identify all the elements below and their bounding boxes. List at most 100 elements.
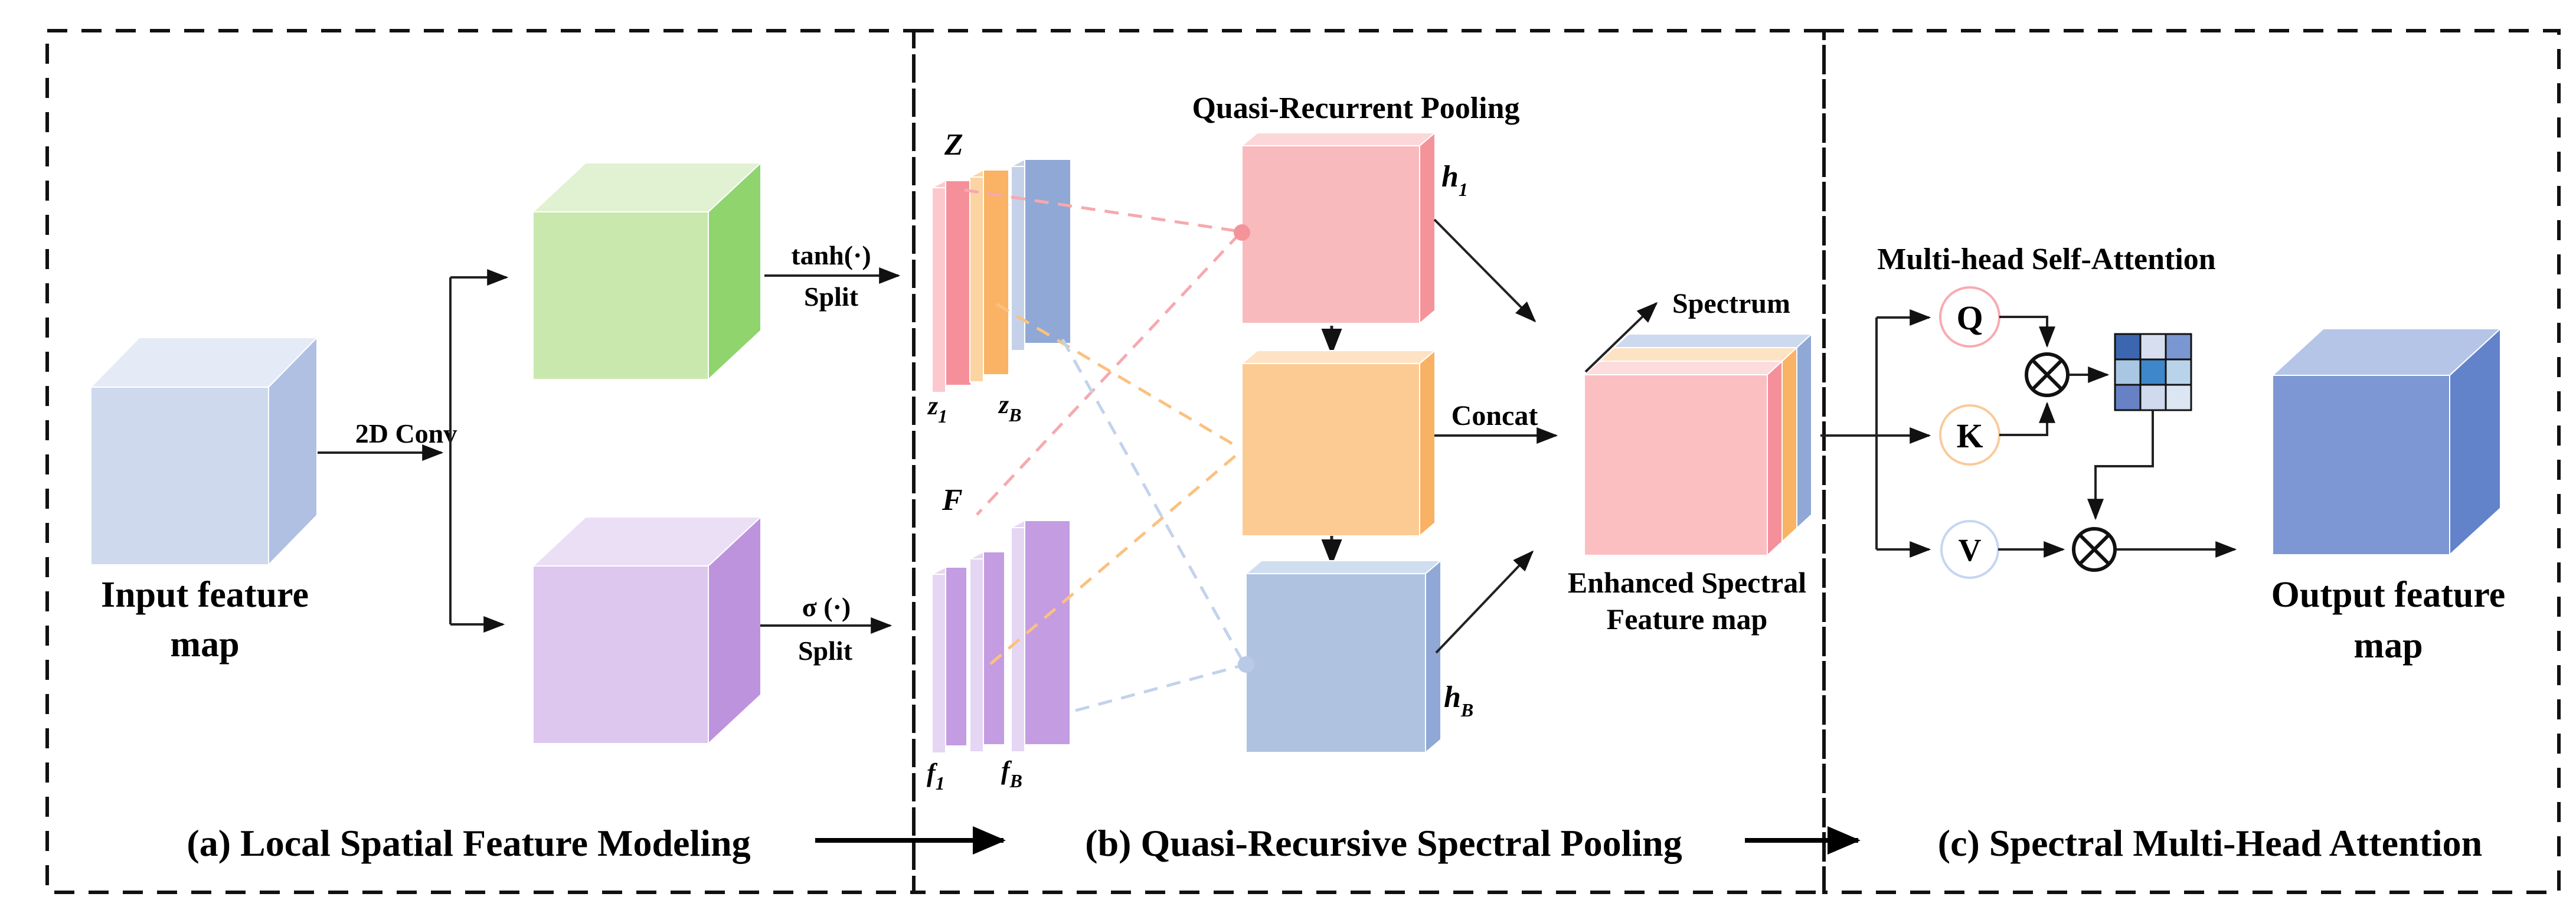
orange-cube-front-face [1241, 363, 1420, 536]
z-slab-2 [969, 169, 1009, 382]
z-slab-3-edge [1011, 166, 1025, 351]
input-feature-cube [89, 336, 319, 567]
stack-blue-side [1796, 332, 1812, 530]
dash-h1-to-f1 [976, 233, 1241, 516]
z-slab-2-edge [969, 176, 984, 382]
sigma-split-label: Split [798, 636, 853, 666]
zB-label: zB [998, 390, 1021, 426]
z-slab-1-face [945, 180, 972, 386]
orange-cube-side-face [1419, 349, 1436, 538]
hB-cube-front-face [1245, 573, 1426, 753]
multiply2-icon [2072, 527, 2117, 572]
hB-input-dot [1238, 656, 1254, 673]
hB-cube-top-face [1244, 560, 1443, 574]
panel-c: Multi-head Self-Attention Q K V [1820, 243, 2505, 864]
f-slab-3 [1011, 520, 1071, 752]
matrix-cell-0-1 [2139, 333, 2167, 361]
spectrum-label: Spectrum [1672, 288, 1790, 319]
matrix-cell-1-2 [2165, 358, 2192, 386]
sigma-gate-cube [531, 515, 763, 745]
sigma-label: σ (·) [802, 592, 851, 622]
dash-fB-to-hB [1075, 664, 1242, 712]
stack-pink-top [1583, 361, 1784, 375]
f-group-label: F [942, 483, 963, 517]
stack-blue-top [1612, 333, 1813, 348]
tanh-label: tanh(·) [791, 240, 871, 270]
panel-b: Quasi-Recurrent Pooling Z z1 zB F [927, 91, 1813, 864]
fB-label: fB [1001, 756, 1022, 791]
f1-label: f1 [927, 758, 945, 794]
multiply-icon [2025, 352, 2070, 397]
h1-cube-side-face [1419, 131, 1436, 325]
purple-cube-front-face [532, 565, 709, 744]
matrix-cell-0-0 [2114, 333, 2142, 361]
h1-cube [1234, 131, 1437, 325]
z-slab-1 [931, 180, 972, 393]
z-slab-3 [1011, 159, 1071, 351]
enhanced-spectral-stack [1583, 332, 1813, 557]
output-cube-front-face [2272, 375, 2450, 555]
dash-zB-to-hB [1061, 338, 1244, 662]
f-slab-2-face [983, 551, 1005, 745]
attention-score-matrix [2114, 333, 2192, 411]
hB-cube-side-face [1425, 559, 1441, 754]
caption-c: (c) Spectral Multi-Head Attention [1938, 822, 2483, 864]
h1-label: h1 [1441, 160, 1468, 200]
k-to-multiply-wire [1999, 401, 2055, 436]
panel-b-title: Quasi-Recurrent Pooling [1192, 91, 1519, 125]
matrix-cell-2-2 [2165, 384, 2192, 411]
conv-label: 2D Conv [355, 418, 457, 449]
matrix-cell-0-2 [2165, 333, 2192, 361]
input-cube-label-line2: map [170, 624, 239, 665]
output-cube-label-line1: Output feature [2271, 575, 2506, 615]
enhanced-label-line2: Feature map [1607, 603, 1768, 636]
panel-b-border [912, 29, 1826, 894]
f-slab-1-face [945, 567, 967, 747]
f-slab-stack [931, 520, 1071, 754]
caption-b: (b) Quasi-Recursive Spectral Pooling [1085, 822, 1682, 864]
f-slab-1 [931, 567, 967, 754]
matrix-cell-2-0 [2114, 384, 2142, 411]
z-slab-stack [931, 159, 1071, 393]
input-cube-front-face [90, 387, 269, 565]
panel-c-title: Multi-head Self-Attention [1877, 243, 2215, 276]
orange-pooling-cube [1240, 349, 1437, 538]
hB-label: hB [1444, 680, 1473, 721]
orange-cube-top-face [1240, 350, 1437, 364]
f-slab-1-edge [931, 574, 946, 754]
panel-a-border [45, 29, 916, 894]
h1-input-dot [1234, 224, 1250, 241]
h1-cube-top-face [1240, 132, 1437, 146]
input-cube-label-line1: Input feature [101, 575, 309, 615]
stack-layer-pink [1583, 359, 1784, 557]
output-feature-cube [2271, 327, 2502, 557]
enhanced-label-line1: Enhanced Spectral [1568, 566, 1806, 599]
green-cube-front-face [532, 211, 709, 380]
stack-pink-front [1584, 374, 1768, 556]
hB-to-stack-arrow [1435, 550, 1534, 654]
f-slab-2-edge [969, 558, 984, 752]
h1-to-stack-arrow [1433, 218, 1537, 323]
z-slab-3-face [1024, 159, 1071, 344]
spectrum-arrow [1584, 302, 1658, 373]
stack-orange-side [1781, 346, 1797, 544]
f-slab-3-face [1024, 520, 1071, 745]
f-slab-2 [969, 551, 1005, 752]
stack-pink-side [1767, 359, 1783, 557]
k-node-label: K [1956, 417, 1983, 455]
matrix-cell-1-1 [2139, 358, 2167, 386]
q-node-label: Q [1956, 299, 1983, 337]
dash-f2-to-orange [989, 452, 1240, 665]
matrix-to-multiply2-wire [2087, 410, 2154, 521]
matrix-cell-1-0 [2114, 358, 2142, 386]
concat-label: Concat [1452, 400, 1538, 431]
tanh-gate-cube [531, 161, 763, 381]
pooling-dashed-connectors [964, 188, 1244, 712]
panel-a: Input feature map 2D Conv tanh(·) Split … [89, 161, 901, 864]
z-slab-1-edge [931, 187, 946, 393]
z-group-label: Z [944, 128, 963, 162]
hB-cube [1238, 559, 1443, 754]
output-cube-label-line2: map [2353, 626, 2423, 666]
panel-c-border [1822, 29, 2561, 894]
